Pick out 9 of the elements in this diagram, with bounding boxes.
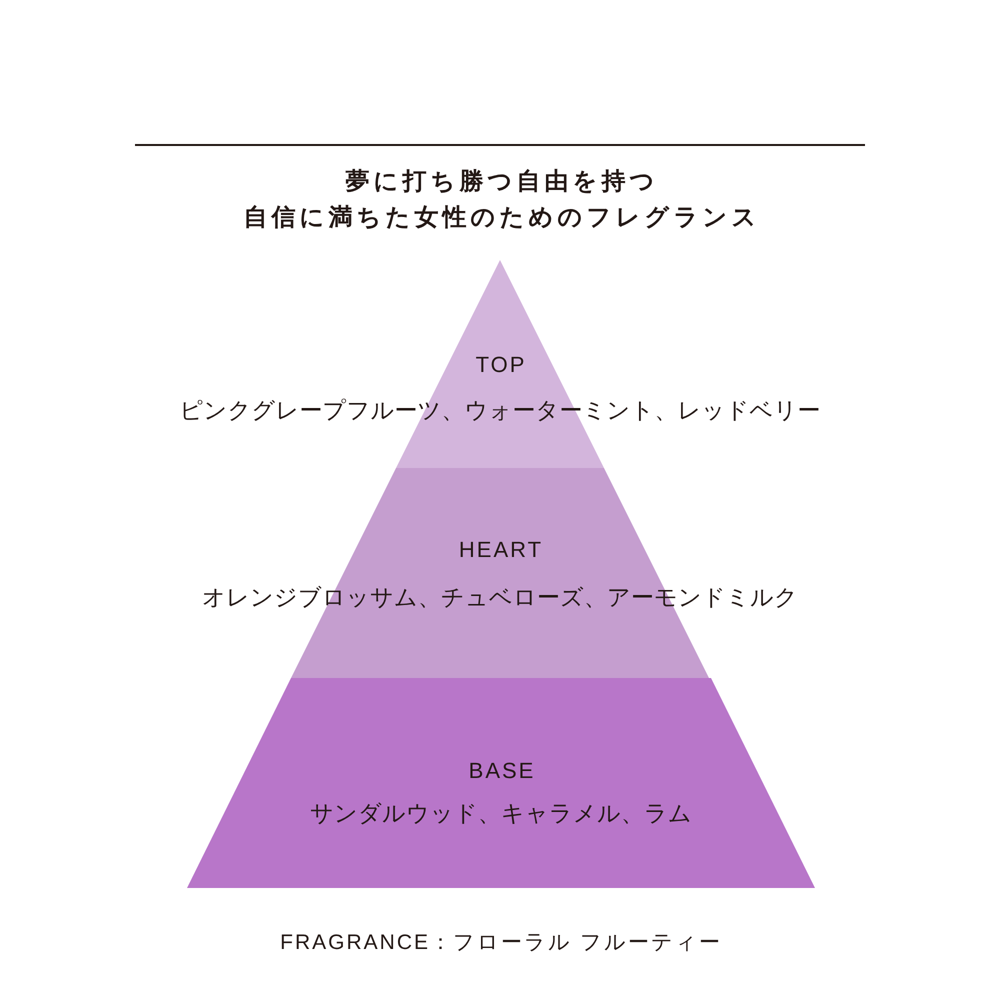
notes-text: ピンクグレープフルーツ、ウォーターミント、レッドベリー xyxy=(180,396,820,424)
notes-text: オレンジブロッサム、チュベローズ、アーモンドミルク xyxy=(202,583,798,611)
footer-text: FRAGRANCE：フローラル フルーティー xyxy=(279,930,722,956)
subtitle-text: 夢に打ち勝つ自由を持つ自信に満ちた女性のためのフレグランス xyxy=(242,167,760,233)
tier-heading: HEART xyxy=(458,537,544,563)
tier-heading: BASE xyxy=(468,758,536,784)
notes-text: サンダルウッド、キャラメル、ラム xyxy=(310,799,692,827)
pyramid-tier xyxy=(187,678,815,888)
tier-heading: TOP xyxy=(474,352,526,378)
